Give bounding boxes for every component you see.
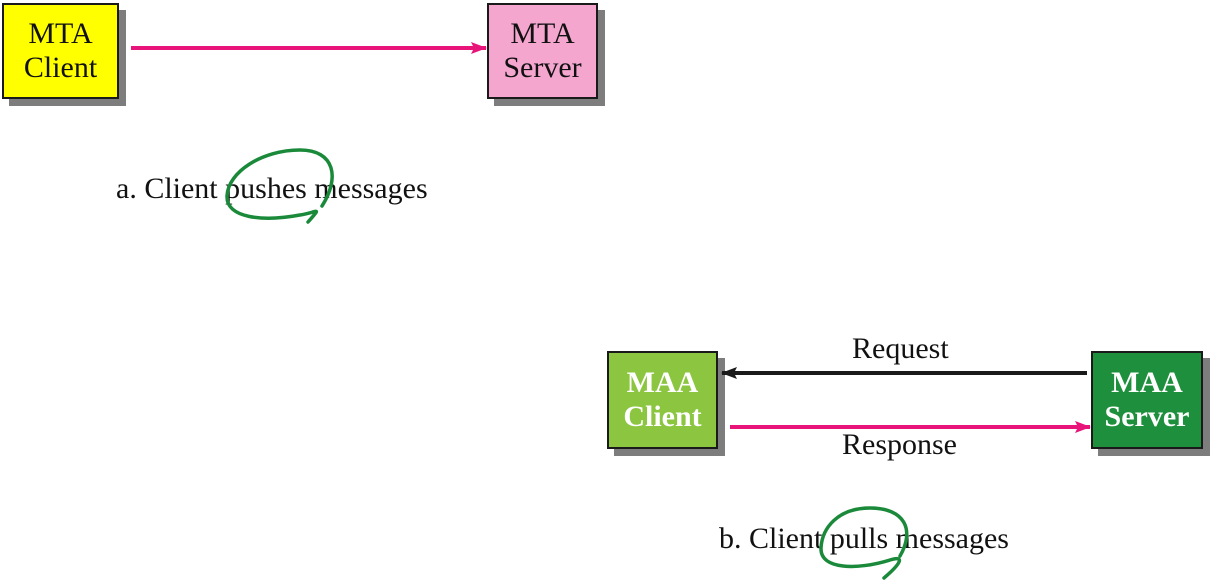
maa-client-line2: Client	[623, 400, 702, 433]
response-label: Response	[842, 428, 957, 461]
mta-server-line1: MTA	[510, 17, 575, 51]
request-label: Request	[852, 332, 949, 365]
maa-server-line2: Server	[1104, 400, 1190, 433]
mta-server-line2: Server	[503, 51, 582, 84]
maa-client-line1: MAA	[626, 366, 699, 400]
mta-server-box: MTA Server	[487, 3, 598, 99]
mta-client-line1: MTA	[28, 17, 93, 51]
mta-client-box: MTA Client	[2, 3, 119, 99]
maa-client-box: MAA Client	[607, 351, 718, 449]
mta-client-line2: Client	[23, 51, 98, 84]
maa-server-box: MAA Server	[1091, 351, 1203, 449]
caption-b: b. Client pulls messages	[719, 522, 1009, 555]
caption-a: a. Client pushes messages	[116, 172, 428, 205]
maa-server-line1: MAA	[1111, 366, 1183, 400]
